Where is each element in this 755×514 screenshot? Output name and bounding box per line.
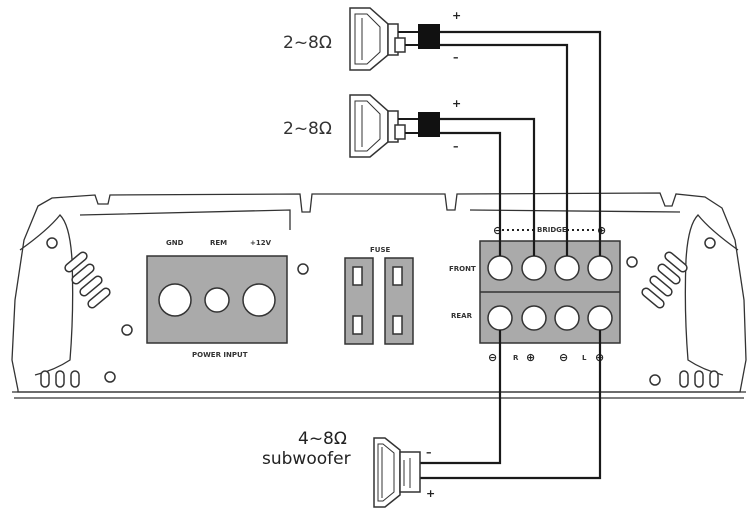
wire-top-minus: [440, 43, 569, 256]
plus12v-terminal: [242, 283, 276, 317]
rear-r-plus-terminal: [521, 305, 547, 331]
r-plus-symbol: ⊕: [526, 351, 535, 364]
subwoofer-impedance: 4~8Ω: [298, 429, 347, 449]
bridge-label: BRIDGE: [537, 226, 567, 234]
wire-mid-plus: [440, 117, 536, 256]
speaker-top-minus: –: [453, 51, 459, 64]
speaker-middle-impedance: 2~8Ω: [283, 119, 332, 139]
subwoofer-minus: –: [426, 446, 432, 459]
rem-terminal: [204, 287, 230, 313]
l-minus-symbol: ⊖: [559, 351, 568, 364]
r-minus-symbol: ⊖: [488, 351, 497, 364]
bridge-minus-symbol: ⊖: [493, 224, 502, 237]
rear-l-plus-terminal: [587, 305, 613, 331]
front-r-minus-terminal: [487, 255, 513, 281]
rem-label: REM: [210, 239, 227, 247]
right-vents: [626, 237, 716, 386]
speaker-top: [349, 7, 440, 71]
bridge-indicator: ⊖ ⊕ BRIDGE: [493, 224, 606, 237]
bridge-plus-symbol: ⊕: [597, 224, 606, 237]
subwoofer-plus: +: [426, 487, 435, 500]
amplifier: [11, 192, 747, 399]
front-l-plus-terminal: [587, 255, 613, 281]
front-r-plus-terminal: [521, 255, 547, 281]
power-input-block: GND REM +12V POWER INPUT: [146, 239, 288, 359]
speaker-middle: [349, 94, 440, 158]
r-label: R: [513, 354, 519, 362]
fuse-label: FUSE: [370, 246, 391, 254]
speaker-top-impedance: 2~8Ω: [283, 33, 332, 53]
subwoofer-name: subwoofer: [262, 449, 351, 469]
front-l-minus-terminal: [554, 255, 580, 281]
amplifier-outline: [11, 192, 747, 393]
plus12v-label: +12V: [250, 239, 272, 247]
wire-sub-minus: [420, 330, 502, 465]
speaker-top-plus: +: [452, 9, 461, 22]
subwoofer: [373, 437, 421, 508]
speaker-middle-minus: –: [453, 140, 459, 153]
fuse-block: [344, 257, 414, 345]
gnd-label: GND: [166, 239, 184, 247]
gnd-terminal: [158, 283, 192, 317]
rear-r-minus-terminal: [487, 305, 513, 331]
rear-label: REAR: [451, 312, 473, 320]
power-input-title: POWER INPUT: [192, 351, 248, 359]
left-feet: [40, 370, 80, 388]
wire-top-plus: [440, 30, 602, 256]
wires: [420, 30, 602, 480]
speaker-terminal-block: [479, 240, 621, 344]
rear-l-minus-terminal: [554, 305, 580, 331]
wire-mid-minus: [440, 131, 502, 256]
front-label: FRONT: [449, 265, 476, 273]
speaker-middle-plus: +: [452, 97, 461, 110]
wire-sub-plus: [420, 330, 602, 480]
l-label: L: [582, 354, 587, 362]
left-vents: [46, 237, 309, 383]
right-feet: [679, 370, 719, 388]
